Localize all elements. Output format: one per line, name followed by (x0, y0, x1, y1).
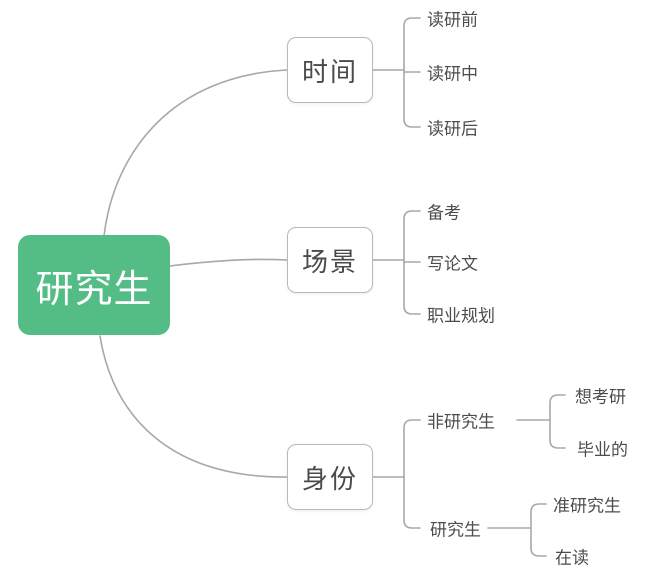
leaf-want-exam[interactable]: 想考研 (575, 387, 626, 408)
link-root-scene (169, 258, 288, 267)
leaf-graduated[interactable]: 毕业的 (577, 440, 628, 461)
branch-node-identity[interactable]: 身份 (287, 444, 373, 510)
node-grad[interactable]: 研究生 (430, 520, 481, 541)
branch-identity-label: 身份 (301, 464, 358, 495)
leaf-enrolled[interactable]: 在读 (555, 548, 589, 569)
leaf-thesis[interactable]: 写论文 (427, 254, 478, 275)
root-node-label: 研究生 (35, 266, 153, 311)
bracket-nongrad (549, 394, 566, 449)
leaf-career-plan[interactable]: 职业规划 (427, 306, 495, 327)
branch-node-time[interactable]: 时间 (287, 37, 373, 103)
node-non-grad[interactable]: 非研究生 (427, 412, 495, 433)
leaf-incoming-grad[interactable]: 准研究生 (553, 496, 621, 517)
branch-time-label: 时间 (301, 57, 358, 88)
bracket-grad (530, 503, 547, 557)
leaf-before-grad[interactable]: 读研前 (427, 10, 478, 31)
link-root-time (103, 69, 288, 237)
leaf-exam-prep[interactable]: 备考 (427, 203, 461, 224)
link-root-identity (99, 335, 288, 478)
bracket-identity (403, 419, 421, 529)
branch-scene-label: 场景 (301, 247, 358, 278)
root-node[interactable]: 研究生 (18, 235, 170, 335)
leaf-during-grad[interactable]: 读研中 (427, 64, 478, 85)
branch-node-scene[interactable]: 场景 (287, 227, 373, 293)
leaf-after-grad[interactable]: 读研后 (427, 119, 478, 140)
